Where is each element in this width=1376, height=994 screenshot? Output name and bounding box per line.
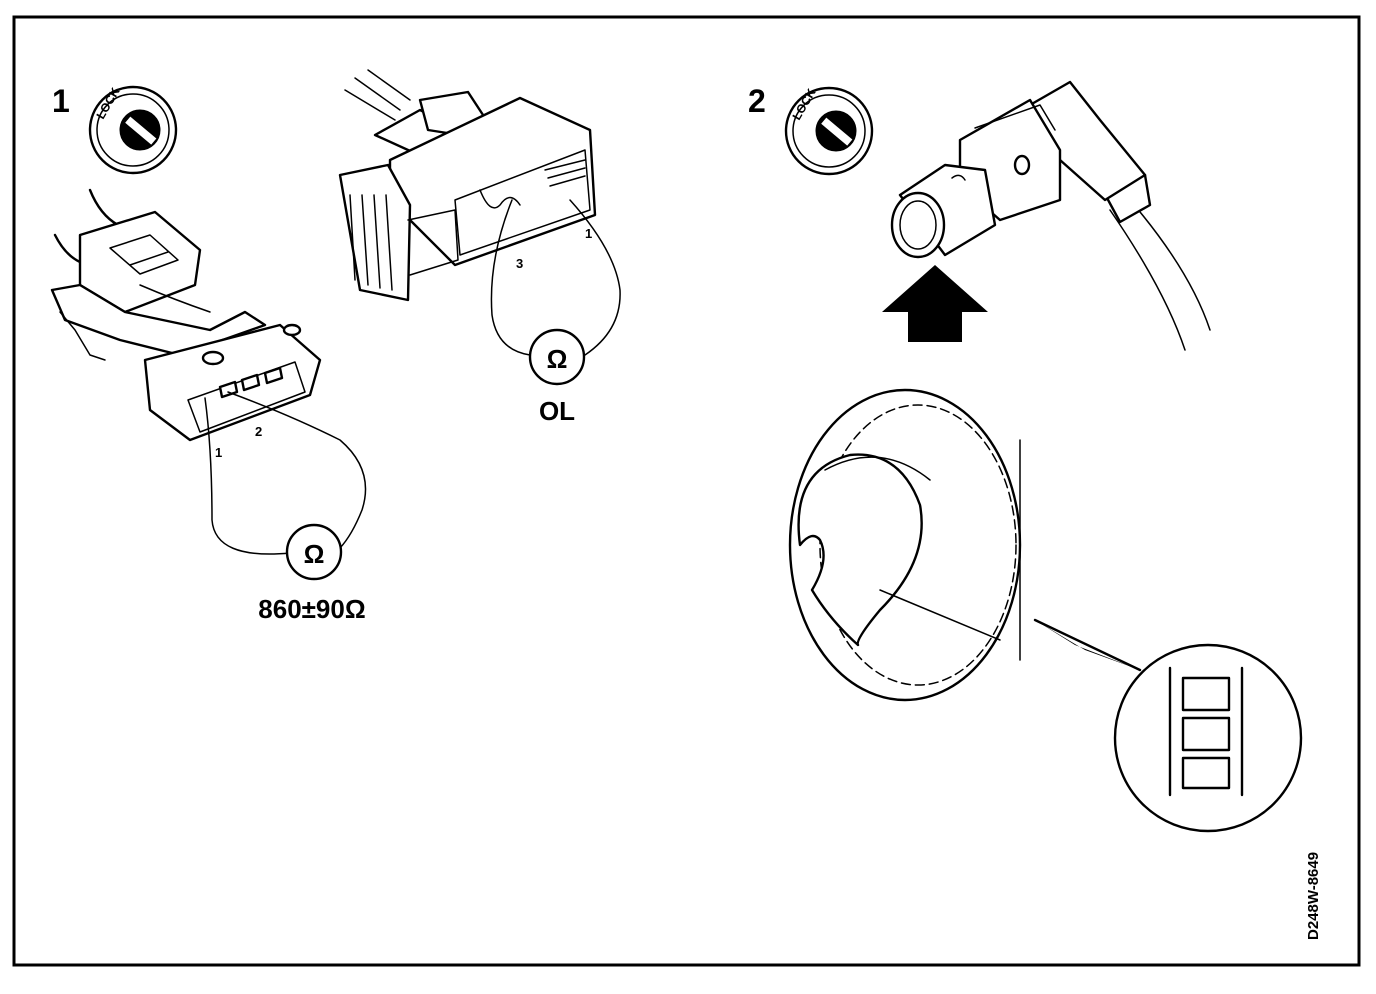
tone-ring (788, 388, 1022, 702)
magnified-detail-callout (1033, 618, 1303, 833)
figure-frame (12, 15, 1361, 967)
ignition-lock-icon: LOCK (784, 86, 874, 176)
pin-2-label: 2 (255, 424, 262, 439)
pin-3-label: 3 (516, 256, 523, 271)
ohm-symbol: Ω (547, 344, 568, 374)
up-arrow-icon (882, 265, 988, 342)
speed-sensor (890, 80, 1211, 351)
sensor-connector-b (338, 69, 597, 302)
meter-b-lead (569, 199, 621, 356)
meter-b-lead (490, 199, 531, 356)
open-loop-reading: OL (539, 396, 575, 426)
ignition-lock-icon: LOCK (88, 85, 178, 175)
pin-1b-label: 1 (585, 226, 592, 241)
resistance-reading: 860±90Ω (258, 594, 365, 624)
ohm-symbol: Ω (304, 539, 325, 569)
figure-code: D248W-8649 (1305, 852, 1322, 940)
ohmmeter-icon (285, 523, 343, 581)
harness-connector-a (50, 188, 322, 442)
step-2-number: 2 (748, 83, 766, 119)
pin-1-label: 1 (215, 445, 222, 460)
meter-a-lead (204, 397, 291, 555)
lock-label: LOCK (789, 86, 818, 123)
ohmmeter-icon (528, 328, 586, 386)
lock-label: LOCK (93, 85, 122, 122)
meter-a-lead (227, 391, 367, 549)
step-1-number: 1 (52, 83, 70, 119)
